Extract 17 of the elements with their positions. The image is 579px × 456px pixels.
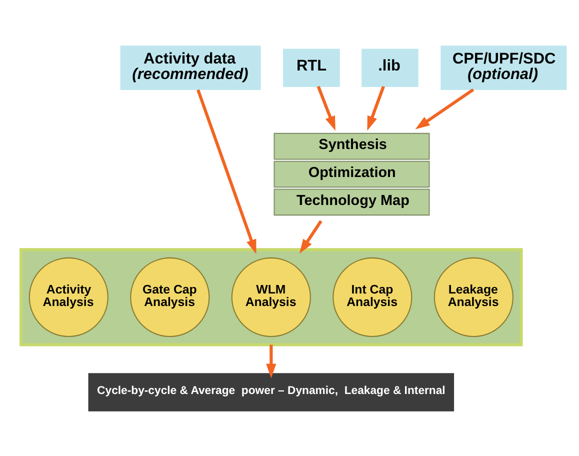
node-box: Cycle-by-cycle & Average power – Dynamic, Leakage & Internal	[88, 372, 454, 411]
node-box: Activity data (recommended)	[120, 45, 261, 90]
arrow	[299, 220, 322, 254]
node-circle: Gate Cap Analysis	[130, 256, 210, 336]
cluster	[20, 248, 523, 346]
arrow	[415, 88, 474, 129]
node-circle: Int Cap Analysis	[332, 256, 412, 336]
arrow	[196, 88, 256, 254]
node-box: RTL	[283, 48, 340, 86]
node-box: CPF/UPF/SDC (optional)	[440, 45, 567, 90]
node-circle: WLM Analysis	[231, 256, 311, 336]
arrow	[367, 85, 385, 130]
node-box: .lib	[362, 48, 418, 86]
arrow	[266, 344, 276, 378]
node-circle: Activity Analysis	[28, 256, 108, 336]
node-circle: Leakage Analysis	[434, 256, 514, 336]
arrow	[316, 85, 336, 130]
